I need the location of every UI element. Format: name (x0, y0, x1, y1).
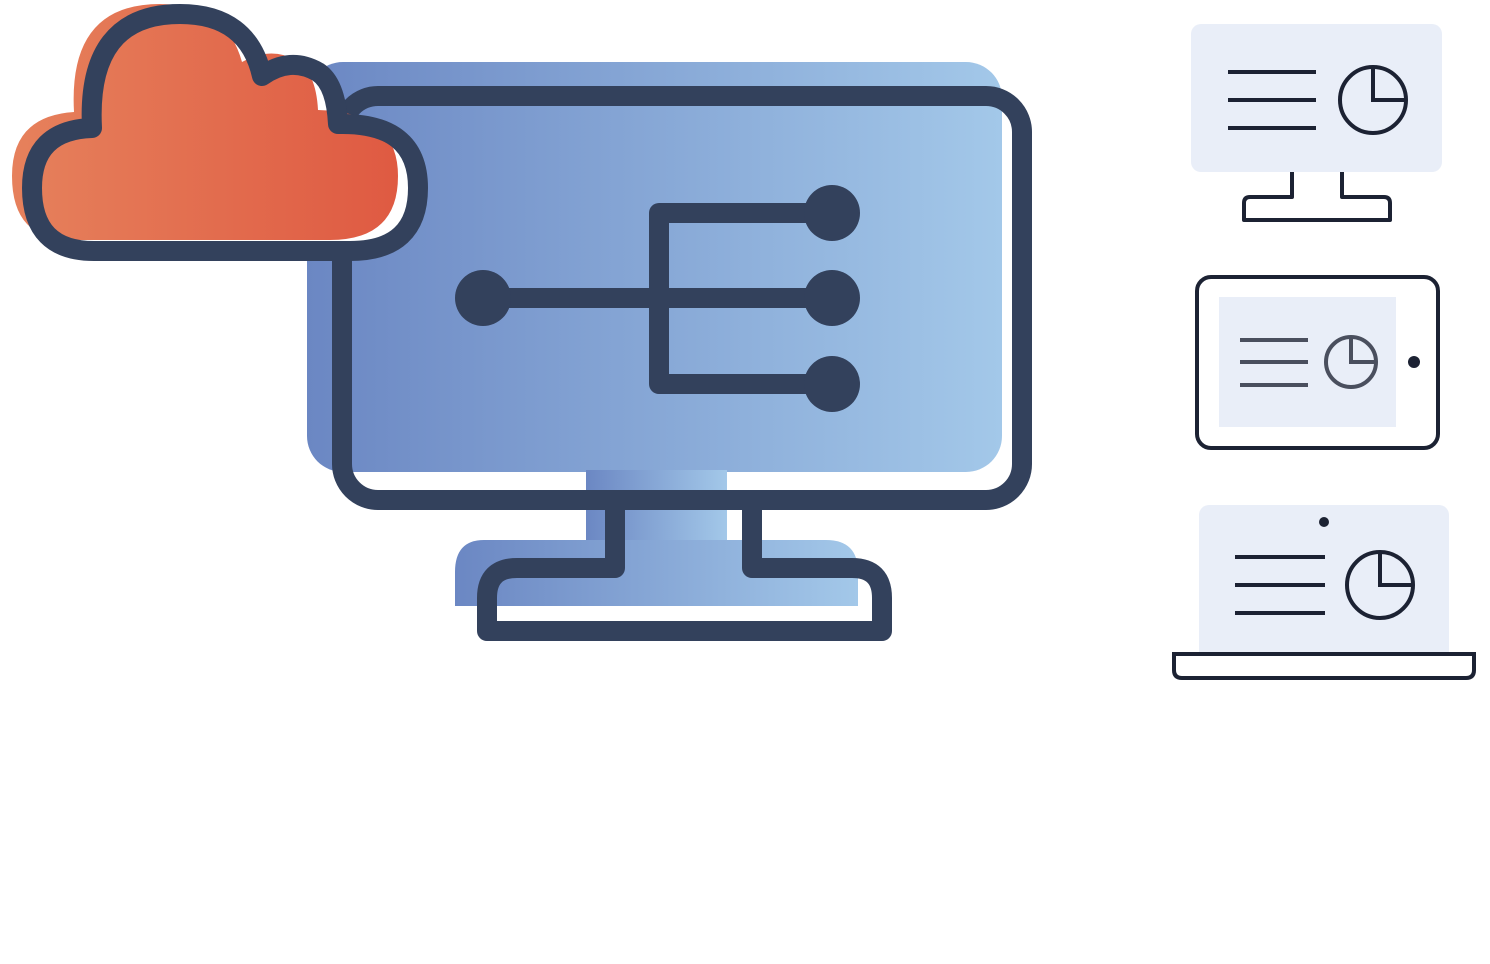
laptop-camera (1319, 517, 1329, 527)
laptop-device-icon (1172, 505, 1476, 680)
network-node-middle (804, 270, 860, 326)
monitor-stand-outline (477, 505, 892, 641)
network-nodes (455, 185, 860, 412)
network-node-top (804, 185, 860, 241)
desktop-screen (1191, 24, 1442, 172)
laptop-base (1172, 652, 1476, 680)
tablet-home-button (1408, 356, 1420, 368)
cloud-outline (22, 4, 428, 261)
tablet-device-icon (1195, 275, 1440, 450)
cloud-icon (12, 4, 428, 261)
desktop-device-icon (1191, 24, 1442, 222)
device-list (1172, 24, 1476, 680)
monitor-screen-outline (332, 86, 1032, 510)
network-node-bottom (804, 356, 860, 412)
network-branch-icon (483, 203, 832, 394)
desktop-stand (1242, 172, 1392, 222)
network-node-source (455, 270, 511, 326)
